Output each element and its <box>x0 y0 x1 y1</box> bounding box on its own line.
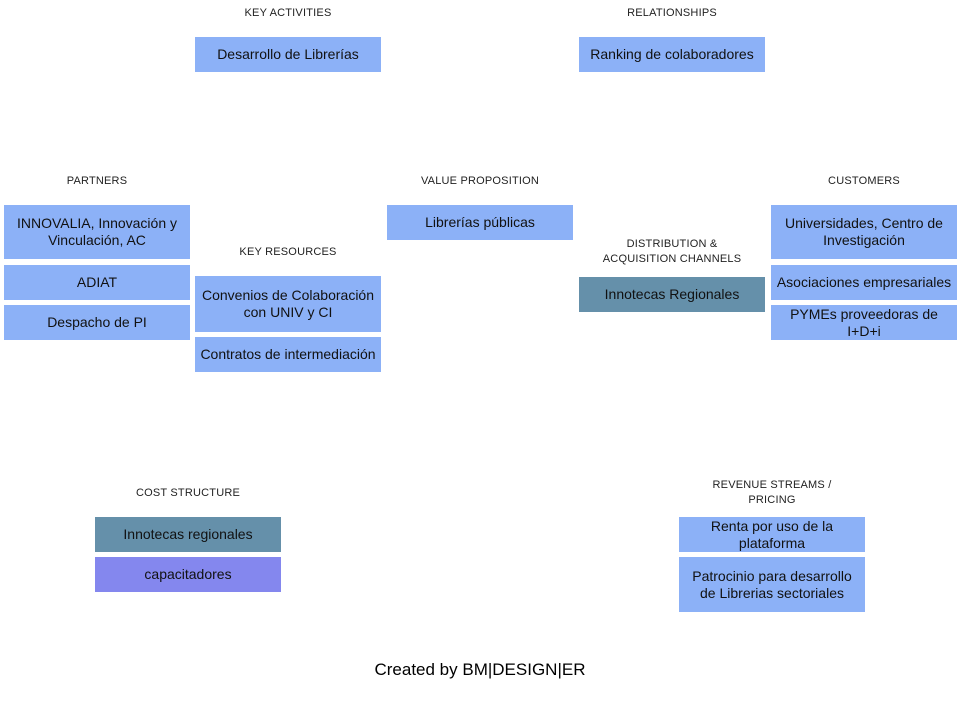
cost-structure-header: COST STRUCTURE <box>135 487 241 499</box>
revenue-box: Patrocinio para desarrollo de Librerias … <box>679 557 865 612</box>
revenue-box: Renta por uso de la plataforma <box>679 517 865 552</box>
distribution-header: DISTRIBUTION & ACQUISITION CHANNELS <box>602 238 742 265</box>
relationship-box: Ranking de colaboradores <box>579 37 765 72</box>
key-activity-box: Desarrollo de Librerías <box>195 37 381 72</box>
partner-box: Despacho de PI <box>4 305 190 340</box>
partners-header: PARTNERS <box>66 175 128 187</box>
cost-structure-box: capacitadores <box>95 557 281 592</box>
value-proposition-box: Librerías públicas <box>387 205 573 240</box>
customers-header: CUSTOMERS <box>828 175 900 187</box>
key-resource-box: Contratos de intermediación <box>195 337 381 372</box>
key-resources-header: KEY RESOURCES <box>239 246 337 258</box>
cost-structure-box: Innotecas regionales <box>95 517 281 552</box>
distribution-box: Innotecas Regionales <box>579 277 765 312</box>
customer-box: Universidades, Centro de Investigación <box>771 205 957 259</box>
customer-box: Asociaciones empresariales <box>771 265 957 300</box>
customer-box: PYMEs proveedoras de I+D+i <box>771 305 957 340</box>
relationships-header: RELATIONSHIPS <box>627 7 717 19</box>
partner-box: ADIAT <box>4 265 190 300</box>
value-proposition-header: VALUE PROPOSITION <box>420 175 540 187</box>
key-activities-header: KEY ACTIVITIES <box>244 7 332 19</box>
partner-box: INNOVALIA, Innovación y Vinculación, AC <box>4 205 190 259</box>
key-resource-box: Convenios de Colaboración con UNIV y CI <box>195 276 381 332</box>
revenue-header: REVENUE STREAMS / PRICING <box>712 479 832 506</box>
credit-text: Created by BM|DESIGN|ER <box>374 660 586 679</box>
